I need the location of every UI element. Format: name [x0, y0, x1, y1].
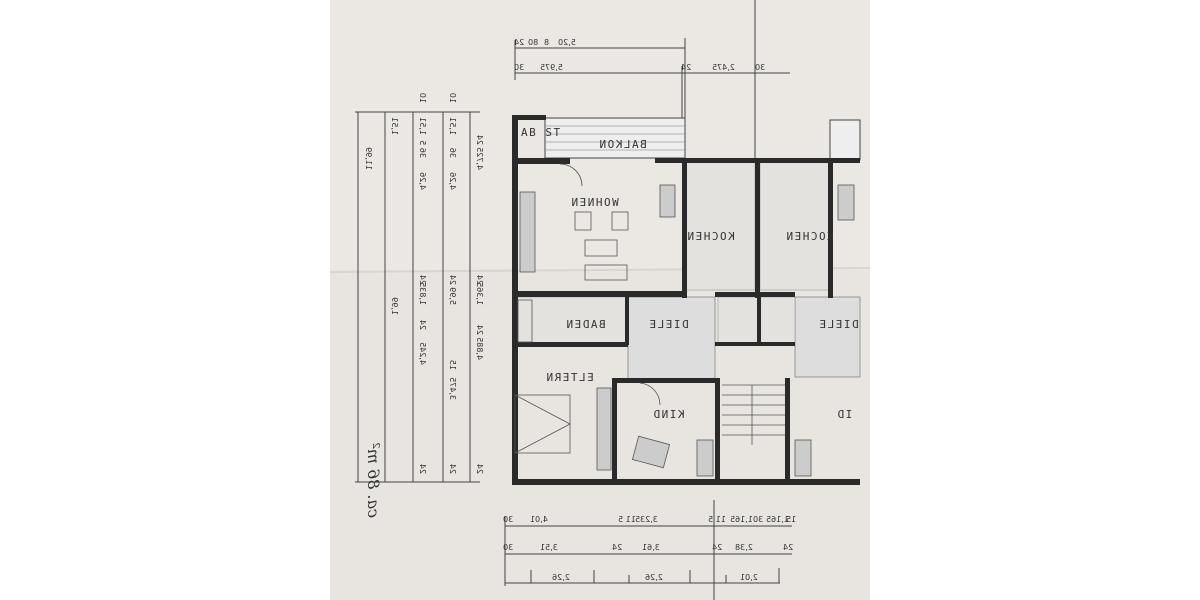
svg-text:24: 24	[475, 275, 484, 285]
svg-text:36: 36	[448, 148, 457, 158]
left-col3: 10 1,51 36 5 4,26 24 1,835 24 4,245 24	[418, 93, 427, 474]
svg-text:24: 24	[475, 135, 484, 145]
left-col4: 10 1,51 36 4,26 24 5,99 15 3,475 24	[448, 93, 457, 474]
svg-text:15: 15	[448, 360, 457, 370]
svg-text:24: 24	[448, 464, 457, 474]
walls	[512, 115, 860, 485]
svg-text:2,01: 2,01	[740, 573, 758, 582]
svg-text:30: 30	[753, 515, 763, 524]
staircase	[722, 384, 785, 445]
floor-plan: AB ST BALKON WOHNEN KOCHEN KOCHEN BADEN …	[512, 115, 861, 485]
dim-label: 11,99	[364, 147, 373, 170]
svg-text:10: 10	[448, 93, 457, 103]
room-label-kochen: KOCHEN	[686, 230, 735, 243]
svg-text:1,165: 1,165	[730, 515, 753, 524]
room-label-baden: BADEN	[565, 318, 606, 331]
svg-text:5,99: 5,99	[448, 287, 457, 305]
svg-text:10: 10	[418, 93, 427, 103]
area-label: ca. 86 m²	[364, 442, 383, 518]
svg-text:11 5: 11 5	[708, 515, 726, 524]
svg-text:15: 15	[786, 515, 796, 524]
room-label-kochen: KOCHEN	[785, 230, 834, 243]
svg-text:2,26: 2,26	[645, 573, 663, 582]
dim-label: 30	[514, 63, 524, 72]
svg-text:4,725: 4,725	[475, 147, 484, 170]
svg-text:24: 24	[612, 543, 622, 552]
svg-text:2,38: 2,38	[735, 543, 753, 552]
svg-text:4,245: 4,245	[418, 342, 427, 365]
dim-label: 24	[681, 63, 691, 72]
dim-label: 24	[514, 38, 524, 47]
svg-text:1,165: 1,165	[766, 515, 789, 524]
dim-label: 8	[544, 38, 549, 47]
svg-text:1,835: 1,835	[418, 282, 427, 305]
svg-text:4,01: 4,01	[530, 515, 548, 524]
furniture	[514, 163, 855, 477]
svg-text:24: 24	[418, 275, 427, 285]
svg-text:3,51: 3,51	[540, 543, 558, 552]
svg-text:36 5: 36 5	[418, 140, 427, 158]
room-label-wohnen: WOHNEN	[570, 196, 619, 209]
svg-text:24: 24	[418, 464, 427, 474]
svg-text:1,365: 1,365	[475, 282, 484, 305]
svg-text:4,885: 4,885	[475, 337, 484, 360]
dim-label: 1,99	[390, 297, 399, 315]
svg-text:4,26: 4,26	[448, 172, 457, 190]
svg-text:1,51: 1,51	[418, 117, 427, 135]
room-label-kind: KIND	[652, 408, 685, 421]
svg-text:24: 24	[475, 464, 484, 474]
room-label-abst: AB ST	[521, 126, 562, 139]
room-label-balkon: BALKON	[598, 138, 647, 151]
room-label-eltern: ELTERN	[545, 371, 594, 384]
svg-text:4,26: 4,26	[418, 172, 427, 190]
svg-text:3,475: 3,475	[448, 377, 457, 400]
svg-text:2,26: 2,26	[552, 573, 570, 582]
svg-text:1,51: 1,51	[448, 117, 457, 135]
bottom-dimensions: 30 4,01 11 5 3,235 11 5 1,165 30 1,165 1…	[503, 500, 796, 600]
dim-label: 30	[755, 63, 765, 72]
dim-label: 1,51	[390, 117, 399, 135]
left-col5: 24 4,725 24 1,365 24 4,885 24	[475, 135, 484, 474]
dim-label: 2,475	[712, 63, 735, 72]
svg-text:30: 30	[503, 515, 513, 524]
svg-text:24: 24	[475, 325, 484, 335]
svg-text:24: 24	[418, 320, 427, 330]
svg-text:11 5: 11 5	[618, 515, 636, 524]
svg-text:24: 24	[448, 275, 457, 285]
left-dimensions: 11,99 1,51 1,99 10 1,51 36 5 4,26 24 1,8…	[355, 93, 484, 483]
svg-text:30: 30	[503, 543, 513, 552]
balcony	[544, 117, 686, 159]
room-label-diele: DIELE	[648, 318, 689, 331]
dim-label: 5,975	[540, 63, 563, 72]
room-label-diele: DIELE	[818, 318, 859, 331]
room-label-partial: ID	[836, 408, 852, 421]
svg-text:24: 24	[783, 543, 793, 552]
svg-text:3,235: 3,235	[635, 515, 658, 524]
svg-text:24: 24	[712, 543, 722, 552]
dim-label: 80	[528, 38, 538, 47]
svg-text:3,61: 3,61	[642, 543, 660, 552]
dim-label: 5,20	[558, 38, 576, 47]
